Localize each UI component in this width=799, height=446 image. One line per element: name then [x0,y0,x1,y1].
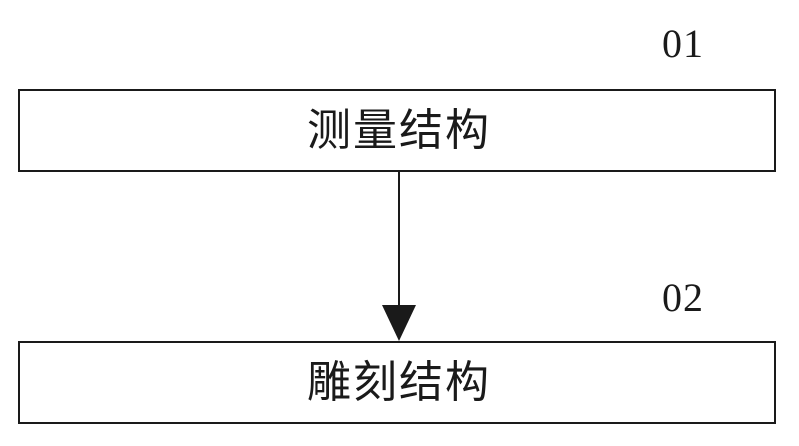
step-2-label: 雕刻结构 [307,361,491,405]
step-1-reference-number: 01 [662,24,704,64]
arrowhead-down-icon [382,305,416,341]
step-1-box: 测量结构 [18,89,776,172]
step-1-label: 测量结构 [307,109,491,153]
step-2-reference-number: 02 [662,278,704,318]
step-2-box: 雕刻结构 [18,341,776,424]
